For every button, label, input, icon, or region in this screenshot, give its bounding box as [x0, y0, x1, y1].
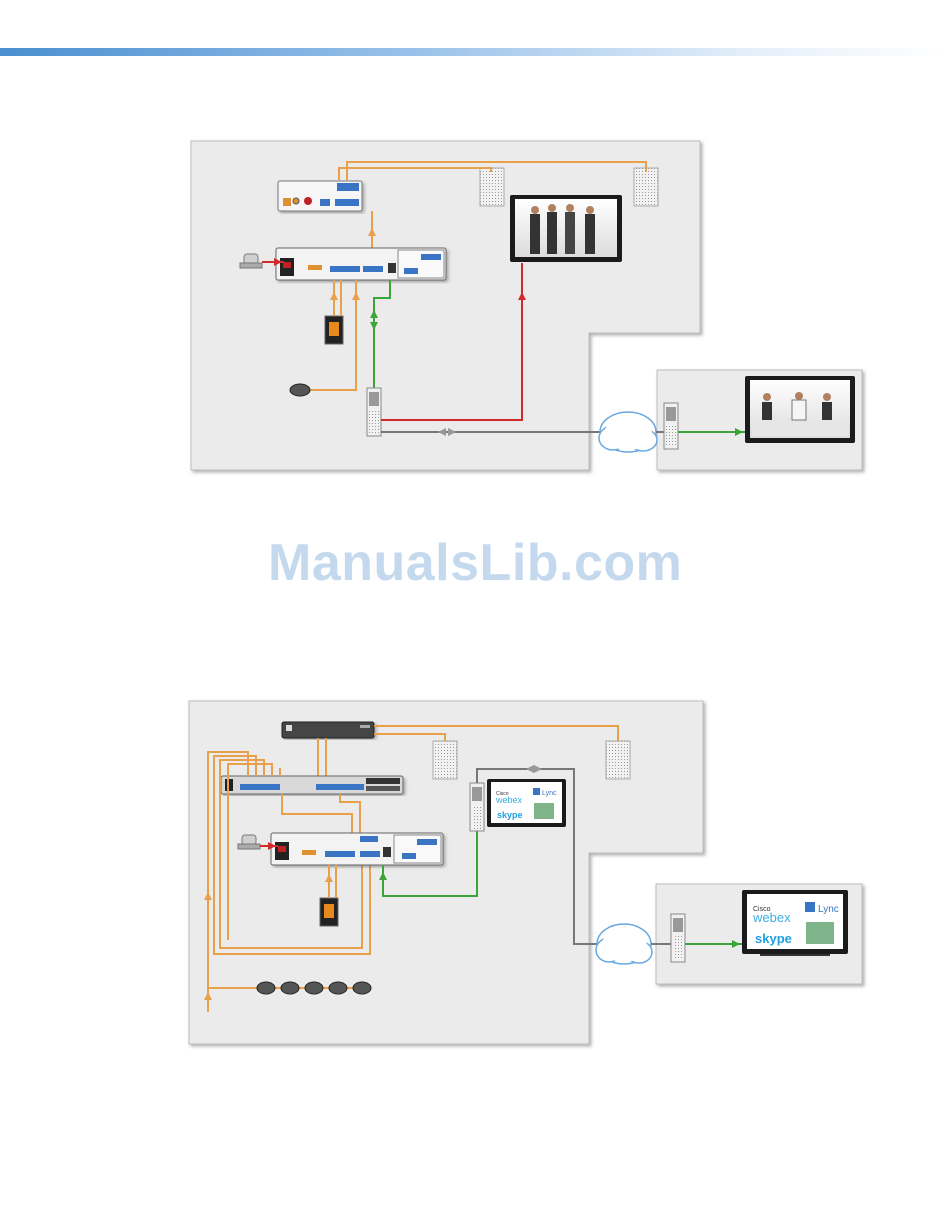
ceiling-speaker-icon — [606, 741, 630, 779]
dsp-processor-device — [271, 833, 443, 865]
skype-label: skype — [755, 931, 792, 946]
lync-label: Lync — [818, 904, 839, 915]
webex-label: webex — [495, 795, 523, 805]
codec-icon — [470, 783, 484, 831]
display-icon: Cisco webex Lync skype — [487, 779, 566, 827]
microphone-icon — [281, 982, 299, 994]
cloud-icon — [596, 924, 652, 964]
microphone-icon — [305, 982, 323, 994]
audio-expansion-device — [221, 776, 403, 794]
display-icon: Cisco webex Lync skype — [742, 890, 848, 956]
webex-label: webex — [752, 910, 791, 925]
microphone-icon — [257, 982, 275, 994]
skype-label: skype — [497, 810, 523, 820]
ceiling-speaker-icon — [433, 741, 457, 779]
network-switch-icon — [282, 722, 374, 738]
microphone-icon — [353, 982, 371, 994]
microphone-icon — [329, 982, 347, 994]
lync-label: Lync — [542, 790, 557, 797]
codec-icon — [671, 914, 685, 962]
